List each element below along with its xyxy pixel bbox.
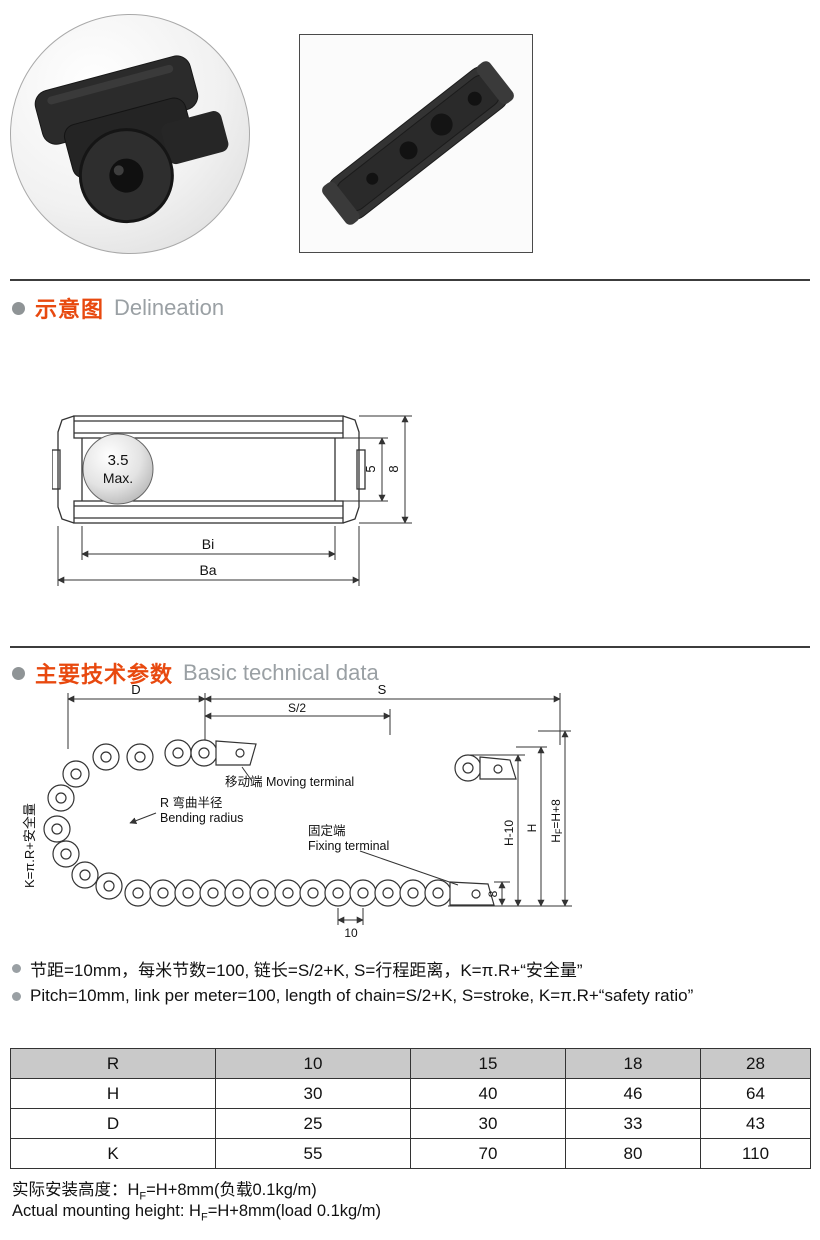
dim-ba-label: Ba [199, 562, 216, 578]
table-cell: 15 [410, 1048, 566, 1079]
section-title-en: Delineation [114, 295, 225, 320]
fixing-terminal-en-label: Fixing terminal [308, 839, 389, 853]
note-bullet-icon [12, 964, 21, 973]
section-title-cn: 示意图 [35, 297, 105, 322]
mounting-height-note-en: Actual mounting height: HF=H+8mm(load 0.… [12, 1202, 381, 1223]
note-en-text: Pitch=10mm, link per meter=100, length o… [30, 986, 694, 1005]
product-photo-rect [299, 34, 533, 253]
footer-en-sub: F [200, 1211, 208, 1224]
ball-diameter-callout: 3.5 Max. [82, 433, 154, 505]
table-row-h: H 30 40 46 64 [10, 1078, 811, 1109]
section-title-cn: 主要技术参数 [35, 662, 174, 687]
table-cell: 10 [215, 1048, 411, 1079]
footer-cn-prefix: 实际安装高度：H [12, 1181, 140, 1199]
row-label: H [10, 1078, 216, 1109]
ball-value: 3.5 [108, 452, 129, 469]
dim-h10-label: H-10 [502, 820, 516, 846]
footer-cn-rest: =H+8mm(负载0.1kg/m) [146, 1181, 317, 1199]
footer-en-prefix: Actual mounting height: H [12, 1202, 201, 1220]
table-cell: 43 [700, 1108, 811, 1139]
table-cell: 33 [565, 1108, 701, 1139]
dim-s-label: S [378, 683, 387, 697]
section-bullet-icon [12, 301, 25, 315]
bending-radius-en-label: Bending radius [160, 811, 243, 825]
table-cell: 28 [700, 1048, 811, 1079]
k-formula-label: K=π.R+安全量 [22, 803, 37, 888]
row-label: R [10, 1048, 216, 1079]
table-cell: 40 [410, 1078, 566, 1109]
mounting-height-note-cn: 实际安装高度：HF=H+8mm(负载0.1kg/m) [12, 1176, 317, 1202]
table-cell: 64 [700, 1078, 811, 1109]
moving-terminal-label: 移动端 Moving terminal [225, 775, 354, 789]
chain-links [43, 739, 517, 907]
note-bullet-icon [12, 991, 21, 1001]
ball-max-label: Max. [103, 470, 133, 486]
table-cell: 30 [410, 1108, 566, 1139]
diagram-callouts: 移动端 Moving terminal R 弯曲半径 Bending radiu… [22, 766, 459, 888]
table-cell: 80 [565, 1138, 701, 1169]
section-divider [10, 279, 810, 281]
row-label: K [10, 1138, 216, 1169]
dim-10-label: 10 [344, 926, 358, 940]
dim-5-label: 5 [363, 465, 378, 472]
dim-8-label: 8 [386, 465, 401, 472]
product-photo-circle [10, 14, 250, 254]
note-cn: 节距=10mm，每米节数=100, 链长=S/2+K, S=行程距离，K=π.R… [12, 956, 583, 981]
section-bullet-icon [12, 666, 25, 680]
table-row-r: R 10 15 18 28 [10, 1048, 811, 1079]
table-row-k: K 55 70 80 110 [10, 1138, 811, 1169]
height-dimension-lines [337, 730, 572, 925]
table-cell: 70 [410, 1138, 566, 1169]
table-cell: 18 [565, 1048, 701, 1079]
section-title-en: Basic technical data [183, 660, 379, 685]
table-cell: 30 [215, 1078, 411, 1109]
bend-diagram: D S S/2 [22, 683, 572, 940]
top-dimension-lines [67, 693, 561, 749]
dimension-lines [57, 415, 412, 586]
section-divider [10, 646, 810, 648]
table-row-d: D 25 30 33 43 [10, 1108, 811, 1139]
dim-bi-label: Bi [202, 536, 214, 552]
dim-8-label: 8 [486, 890, 500, 897]
bending-radius-cn-label: R 弯曲半径 [160, 795, 223, 810]
table-cell: 55 [215, 1138, 411, 1169]
row-label: D [10, 1108, 216, 1139]
dim-hf-label: HF=H+8 [549, 799, 564, 843]
table-cell: 46 [565, 1078, 701, 1109]
footer-en-rest: =H+8mm(load 0.1kg/m) [207, 1202, 382, 1220]
section-header-technical: 主要技术参数 Basic technical data [12, 657, 379, 689]
fixing-terminal-cn-label: 固定端 [308, 823, 346, 838]
dim-h-label: H [525, 824, 539, 833]
cross-section-drawing: 3.5 Max. 5 8 Bi Ba [52, 415, 412, 586]
table-cell: 25 [215, 1108, 411, 1139]
table-cell: 110 [700, 1138, 811, 1169]
dim-d-label: D [131, 683, 140, 697]
cable-chain-link-photo [34, 55, 229, 224]
note-cn-text: 节距=10mm，每米节数=100, 链长=S/2+K, S=行程距离，K=π.R… [30, 961, 583, 980]
dim-s2-label: S/2 [288, 701, 306, 715]
footer-cn-sub: F [139, 1190, 147, 1203]
section-header-delineation: 示意图 Delineation [12, 292, 224, 324]
note-en: Pitch=10mm, link per meter=100, length o… [12, 986, 693, 1006]
chain-body-outline [52, 415, 366, 524]
technical-data-table: R 10 15 18 28 H 30 40 46 64 D 25 30 33 4… [10, 1048, 811, 1169]
cable-chain-segment-photo [322, 61, 514, 225]
